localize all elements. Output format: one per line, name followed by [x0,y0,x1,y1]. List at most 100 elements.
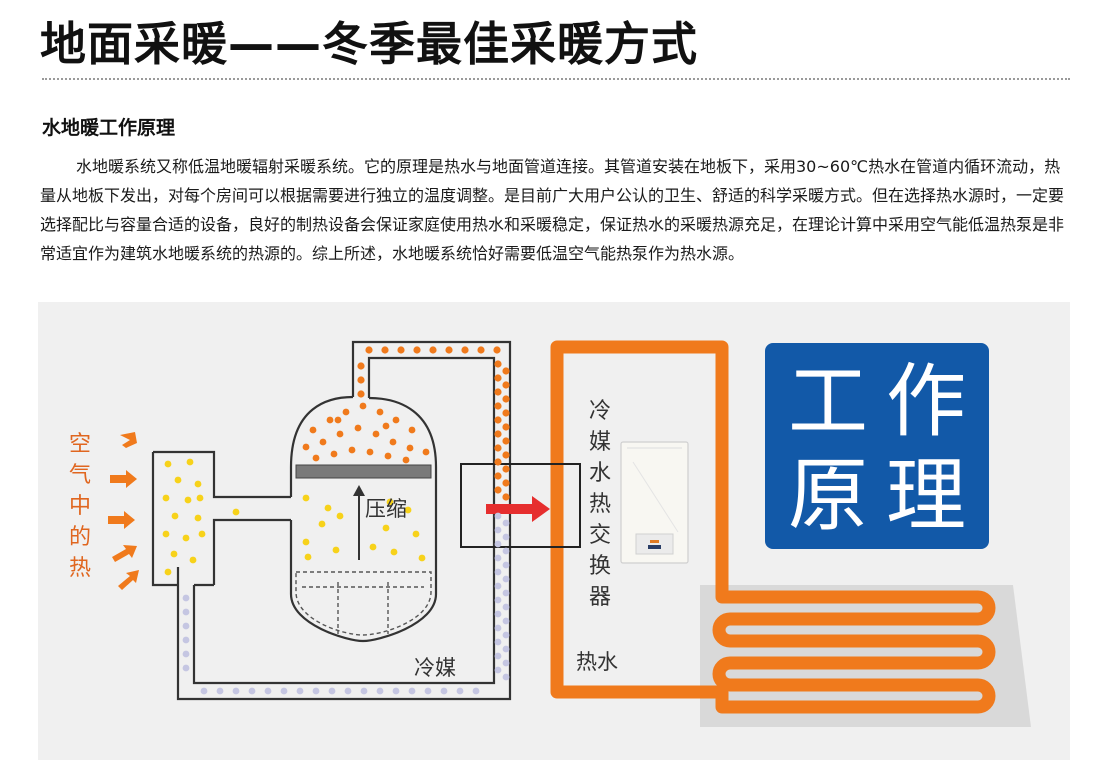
cold-refrigerant-dot [494,512,502,520]
heat-exchanger-box [460,463,581,548]
warm-refrigerant-dot [182,534,190,542]
warm-refrigerant-dot [336,512,344,520]
hot-refrigerant-dot [494,458,502,466]
hot-refrigerant-dot [408,426,416,434]
cold-refrigerant-dot [502,659,510,667]
hot-refrigerant-dot [381,346,389,354]
hot-refrigerant-dot [357,362,365,370]
cold-refrigerant-dot [376,687,384,695]
warm-refrigerant-dot [162,530,170,538]
warm-refrigerant-dot [324,504,332,512]
cold-refrigerant-dot [182,594,190,602]
hot-refrigerant-dot [382,422,390,430]
warm-refrigerant-dot [386,498,394,506]
warm-refrigerant-dot [164,460,172,468]
cold-refrigerant-dot [502,533,510,541]
cold-refrigerant-dot [472,687,480,695]
cold-refrigerant-dot [392,687,400,695]
piston-plate [295,464,432,479]
badge-char: 原 [788,449,868,542]
hot-refrigerant-dot [384,452,392,460]
badge-char: 作 [886,355,966,448]
cold-refrigerant-dot [312,687,320,695]
air-heat-char: 热 [68,556,91,581]
warm-refrigerant-dot [412,530,420,538]
cold-refrigerant-dot [494,652,502,660]
diagram-canvas [108,340,1031,727]
cold-refrigerant-dot [494,666,502,674]
warm-refrigerant-dot [164,568,172,576]
hot-refrigerant-dot [494,472,502,480]
cold-refrigerant-dot [494,568,502,576]
warm-refrigerant-dot [162,494,170,502]
air-arrows [108,432,139,590]
cold-refrigerant-dot [502,603,510,611]
cold-refrigerant-dot [248,687,256,695]
cold-refrigerant-dot [232,687,240,695]
cold-refrigerant-dot [200,687,208,695]
warm-refrigerant-dot [194,514,202,522]
warm-refrigerant-dot [186,458,194,466]
cold-refrigerant-dot [456,687,464,695]
hot-water-pipe [550,340,996,714]
hot-refrigerant-dot [354,424,362,432]
cold-refrigerant-dot [502,645,510,653]
air-heat-label: 空 气 中 的 热 [65,429,95,584]
cold-refrigerant-dot [494,624,502,632]
title-divider [42,78,1070,80]
section-heading: 水地暖工作原理 [42,117,176,139]
warm-refrigerant-dot [302,494,310,502]
cold-refrigerant-dot [328,687,336,695]
hot-refrigerant-dot [406,444,414,452]
cold-refrigerant-dot [502,589,510,597]
hot-refrigerant-dot [445,346,453,354]
page-title: 地面采暖——冬季最佳采暖方式 [40,17,698,71]
flow-dots [162,346,510,695]
hot-refrigerant-dot [502,381,510,389]
hot-refrigerant-dot [494,388,502,396]
compress-label: 压缩 [365,497,407,521]
cold-refrigerant-dot [408,687,416,695]
warm-refrigerant-dot [198,530,206,538]
hot-refrigerant-dot [502,367,510,375]
hot-refrigerant-dot [502,409,510,417]
hot-refrigerant-dot [494,486,502,494]
heat-pump-diagram: 空 气 中 的 热 压缩 冷媒 热水 冷 媒 水 热 交 换 器 工 作 原 理 [38,302,1070,760]
warm-refrigerant-dot [390,548,398,556]
compressor-inner [295,571,432,636]
warm-refrigerant-dot [232,508,240,516]
warm-refrigerant-dot [194,480,202,488]
warm-refrigerant-dot [171,512,179,520]
cold-refrigerant-dot [264,687,272,695]
air-heat-char: 气 [68,463,91,488]
hot-refrigerant-dot [302,443,310,451]
hot-refrigerant-dot [359,402,367,410]
hot-refrigerant-dot [312,454,320,462]
hot-refrigerant-dot [502,465,510,473]
hot-refrigerant-dot [502,479,510,487]
cold-refrigerant-dot [182,622,190,630]
hot-water-label: 热水 [576,650,618,674]
hot-refrigerant-dot [494,444,502,452]
heat-exchanger-char: 器 [588,585,611,610]
hot-refrigerant-dot [494,374,502,382]
hot-refrigerant-dot [366,448,374,456]
hot-refrigerant-dot [502,493,510,501]
cold-refrigerant-dot [344,687,352,695]
hot-refrigerant-dot [326,416,334,424]
hot-refrigerant-dot [342,408,350,416]
hot-refrigerant-dot [502,451,510,459]
cold-refrigerant-dot [502,631,510,639]
cold-refrigerant-dot [502,575,510,583]
hot-refrigerant-dot [309,426,317,434]
heat-exchanger-char: 交 [588,523,611,548]
cold-refrigerant-dot [296,687,304,695]
heat-exchanger-char: 冷 [588,399,611,424]
warm-refrigerant-dot [404,506,412,514]
hot-refrigerant-dot [336,430,344,438]
cold-refrigerant-dot [182,636,190,644]
body-paragraph: 水地暖系统又称低温地暖辐射采暖系统。它的原理是热水与地面管道连接。其管道安装在地… [40,157,1065,263]
warm-refrigerant-dot [302,538,310,546]
hot-refrigerant-dot [502,395,510,403]
hot-refrigerant-dot [348,446,356,454]
